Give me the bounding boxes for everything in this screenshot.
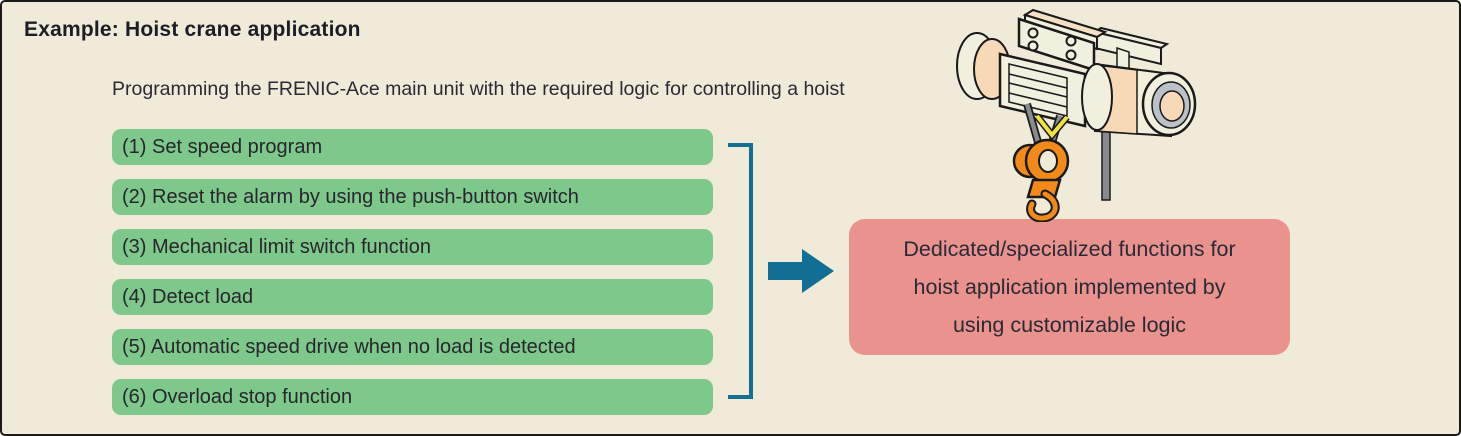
- crane-mount-plate: [1017, 17, 1096, 72]
- arrow-right-icon: [768, 249, 834, 293]
- step-item-5: (5) Automatic speed drive when no load i…: [112, 329, 713, 365]
- step-item-6: (6) Overload stop function: [112, 379, 713, 415]
- grouping-bracket: [728, 143, 753, 399]
- step-item-1: (1) Set speed program: [112, 129, 713, 165]
- step-item-2: (2) Reset the alarm by using the push-bu…: [112, 179, 713, 215]
- crane-yellow-sling: [1034, 113, 1070, 141]
- crane-hook-icon: [1012, 138, 1070, 222]
- result-box: Dedicated/specialized functions for hois…: [849, 219, 1290, 355]
- result-line: Dedicated/specialized functions for: [903, 237, 1236, 261]
- intro-text: Programming the FRENIC-Ace main unit wit…: [112, 78, 845, 100]
- crane-body: [998, 52, 1087, 128]
- crane-motor-cylinder: [1081, 62, 1197, 138]
- result-line: using customizable logic: [952, 313, 1187, 337]
- hoist-crane-illustration: [956, 8, 1197, 222]
- step-item-3: (3) Mechanical limit switch function: [112, 229, 713, 265]
- result-line: hoist application implemented by: [913, 275, 1226, 299]
- page-title: Example: Hoist crane application: [24, 18, 361, 41]
- step-item-4: (4) Detect load: [112, 279, 713, 315]
